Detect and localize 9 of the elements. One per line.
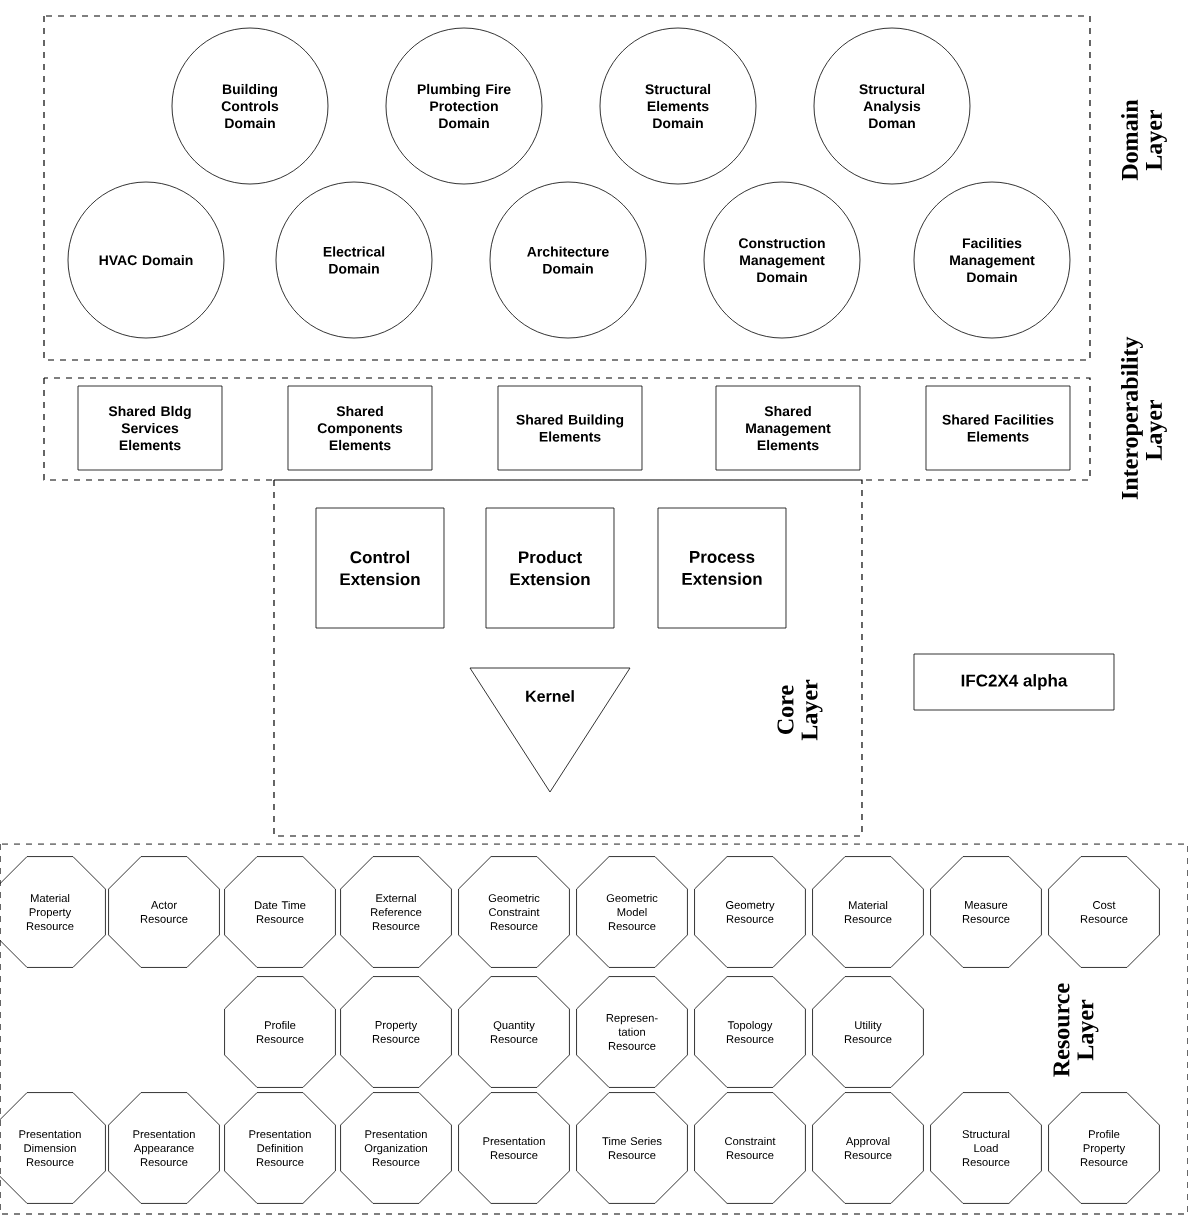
version-box: IFC2X4 alpha [913,653,1115,711]
kernel-triangle: Kernel [469,667,631,793]
layer-label: Core Layer [777,679,823,741]
layer-label: Interoperability Layer [1121,336,1167,500]
extension-box: Control Extension [315,507,445,629]
layer-label: Domain Layer [1121,99,1167,181]
extension-box: Process Extension [657,507,787,629]
layer-label: Resource Layer [1053,983,1099,1077]
extension-box: Product Extension [485,507,615,629]
